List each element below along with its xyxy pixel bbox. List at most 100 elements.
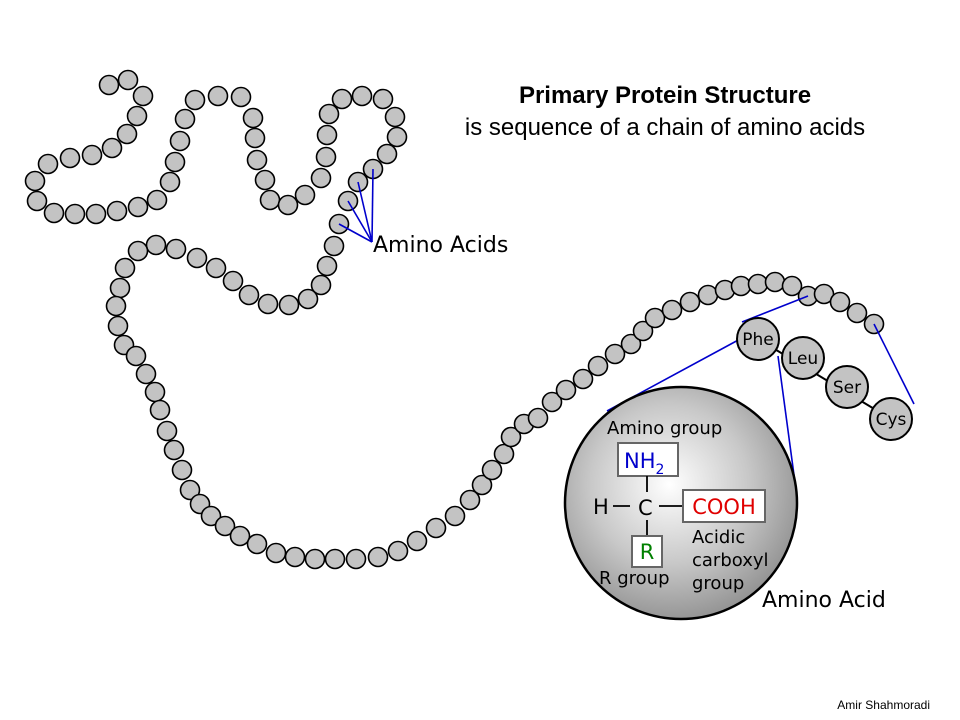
amino-acid-bead [145, 234, 167, 256]
amino-acid-bead [294, 184, 316, 206]
svg-text:Cys: Cys [876, 410, 907, 430]
amino-acid-label: Amino Acid [762, 588, 886, 613]
hydrogen-atom: H [593, 495, 609, 519]
amino-acid-bead [632, 320, 654, 342]
amino-acid-bead [425, 517, 447, 539]
amino-acid-bead [244, 127, 266, 149]
amino-acid-bead [117, 69, 139, 91]
amino-acid-bead [107, 315, 129, 337]
amino-acid-bead [43, 202, 65, 224]
amino-acid-bead [846, 302, 868, 324]
amino-acid-bead [114, 257, 136, 279]
acidic-carboxyl-label-2: carboxyl [692, 550, 769, 571]
cooh-box [682, 489, 766, 523]
amino-acid-bead [351, 85, 373, 107]
amino-acid-bead [85, 203, 107, 225]
amino-acid-bead [238, 284, 260, 306]
amino-acid-bead [345, 548, 367, 570]
amino-acid-bead [697, 284, 719, 306]
amino-acid-bead [174, 108, 196, 130]
amino-acid-bead [159, 171, 181, 193]
amino-acid-bead [246, 533, 268, 555]
amino-acid-bead [387, 540, 409, 562]
svg-text:Ser: Ser [833, 378, 861, 398]
amino-acid-bead [101, 137, 123, 159]
amino-acid-bead [207, 85, 229, 107]
residue-ser: Ser [825, 365, 869, 409]
amino-acid-bead [146, 189, 168, 211]
amino-acid-bead [471, 474, 493, 496]
residue-leu: Leu [781, 336, 825, 380]
page-subtitle: is sequence of a chain of amino acids [464, 114, 866, 141]
amino-acids-pointer-lines [338, 168, 374, 243]
amino-acid-bead [297, 288, 319, 310]
nh2-text: NH2 [624, 449, 664, 478]
amino-acid-bead [406, 530, 428, 552]
residue-cys: Cys [869, 397, 913, 441]
amino-acid-bead [205, 257, 227, 279]
amino-acid-bead [315, 146, 337, 168]
r-box [631, 535, 663, 568]
amino-acid-bead [257, 293, 279, 315]
amino-acid-bead [214, 515, 236, 537]
amino-acid-bead [500, 426, 522, 448]
amino-acid-bead [132, 85, 154, 107]
amino-acid-bead [242, 107, 264, 129]
amino-acid-bead [384, 106, 406, 128]
acidic-carboxyl-label-1: Acidic [692, 527, 745, 548]
amino-acid-bead [163, 439, 185, 461]
amino-acid-bead [164, 151, 186, 173]
amino-acid-bead [254, 169, 276, 191]
amino-acid-bead [444, 505, 466, 527]
amino-acid-bead [26, 190, 48, 212]
amino-acid-bead [781, 275, 803, 297]
amino-acid-bead [126, 105, 148, 127]
amino-acid-bead [324, 548, 346, 570]
amino-acid-bead [541, 391, 563, 413]
amino-acid-bead [135, 363, 157, 385]
amino-acid-bead [764, 271, 786, 293]
residue-phe: Phe [736, 317, 780, 361]
amino-acid-bead [184, 89, 206, 111]
amino-acid-bead [156, 420, 178, 442]
author-credit: Amir Shahmoradi [837, 698, 930, 712]
amino-acid-bead [125, 345, 147, 367]
amino-acid-bead [186, 247, 208, 269]
amino-acid-bead [277, 194, 299, 216]
amino-acid-bead [116, 123, 138, 145]
amino-acid-bead [386, 126, 408, 148]
amino-acid-bead [813, 283, 835, 305]
amino-acid-bead [829, 291, 851, 313]
amino-acid-bead [105, 295, 127, 317]
amino-acid-bead [24, 170, 46, 192]
r-group-label: R group [599, 568, 670, 589]
amino-acids-label: Amino Acids [373, 233, 509, 258]
amino-acid-bead [165, 238, 187, 260]
amino-acid-bead [59, 147, 81, 169]
svg-text:Leu: Leu [788, 349, 818, 369]
amino-acid-bead [481, 459, 503, 481]
amino-acid-bead [127, 196, 149, 218]
amino-acid-bead [98, 74, 120, 96]
amino-acid-bead [127, 240, 149, 262]
amino-acid-bead [747, 273, 769, 295]
amino-acid-bead [316, 255, 338, 277]
amino-acid-bead [144, 381, 166, 403]
amino-acid-bead [171, 459, 193, 481]
amino-acid-bead [179, 479, 201, 501]
amino-acid-bead [106, 200, 128, 222]
amino-acid-bead [81, 144, 103, 166]
amino-acid-bead [527, 407, 549, 429]
amino-acid-bead [230, 86, 252, 108]
amino-acid-bead [679, 291, 701, 313]
amino-acid-bead [644, 307, 666, 329]
amino-acid-bead [331, 88, 353, 110]
amino-acid-bead [246, 149, 268, 171]
amino-acid-bead [316, 124, 338, 146]
amino-acid-bead [37, 153, 59, 175]
labeled-residues: Phe Leu Ser Cys [736, 317, 913, 441]
amino-acid-bead [604, 343, 626, 365]
amino-acid-bead [64, 203, 86, 225]
carbon-atom: C [638, 496, 653, 520]
